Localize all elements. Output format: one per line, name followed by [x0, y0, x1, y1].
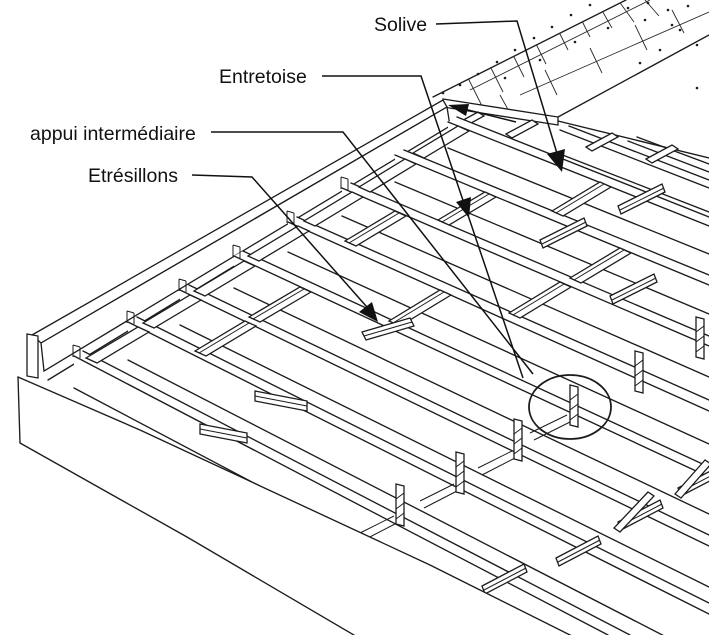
- etresillons-arrowhead: [359, 302, 378, 322]
- labels: Solive Entretoise appui intermédiaire Et…: [30, 14, 427, 187]
- label-etresillons: Etrésillons: [88, 165, 178, 187]
- concrete-slab: [432, 0, 709, 118]
- entretoise-leader: [322, 75, 524, 379]
- joist-4: [233, 250, 709, 515]
- slab-stipple-dots: [441, 1, 699, 95]
- appui-leader: [211, 131, 534, 375]
- joist-5: [179, 284, 709, 588]
- support-arrow-shaft: [459, 107, 517, 123]
- rim-beam: [26, 99, 453, 381]
- slab-top-edge: [432, 0, 627, 98]
- front-edge-beam: [17, 376, 572, 635]
- slab-hatching: [467, 0, 709, 114]
- vertical-strut: [395, 316, 705, 527]
- vertical-struts: [359, 316, 705, 541]
- support-arrowhead: [448, 104, 469, 116]
- etresillons-leader: [191, 174, 375, 316]
- rim-header-blocking: [84, 125, 471, 364]
- label-entretoise: Entretoise: [219, 66, 307, 88]
- rim-end-post: [26, 333, 39, 379]
- entretoise-blocking: [193, 181, 633, 357]
- solive-arrowhead: [547, 149, 565, 172]
- label-appui: appui intermédiaire: [30, 123, 196, 145]
- annotations: [191, 20, 612, 440]
- slab-near-edge: [557, 34, 709, 118]
- entretoise-arrowhead: [456, 197, 471, 218]
- label-solive: Solive: [374, 14, 427, 36]
- joist-end-ticks: [72, 176, 349, 358]
- solive-leader: [435, 20, 560, 161]
- detail-circle: [528, 374, 612, 440]
